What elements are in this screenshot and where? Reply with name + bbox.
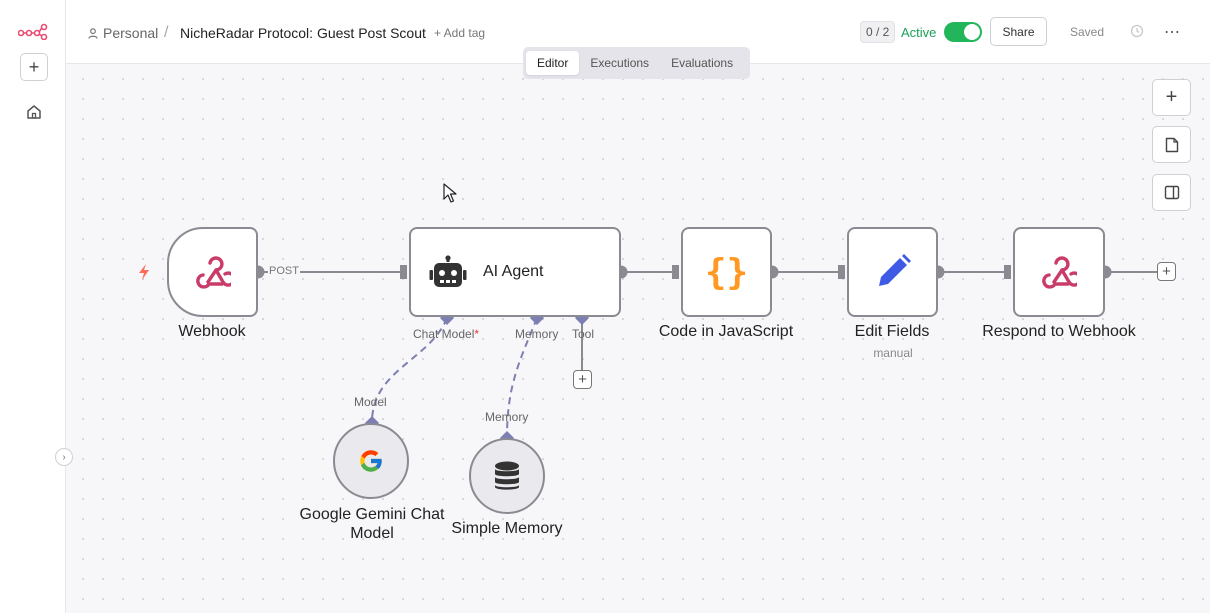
left-sidebar: + [0, 0, 66, 613]
gemini-label-line2: Model [350, 525, 394, 542]
workflow-canvas[interactable] [66, 64, 1210, 613]
chat-model-port-label: Chat Model* [413, 327, 479, 341]
edit-fields-node-label: Edit Fields [854, 323, 930, 340]
sticky-note-button[interactable] [1152, 126, 1191, 163]
breadcrumb-personal[interactable]: Personal [88, 25, 158, 41]
respond-node-label: Respond to Webhook [982, 323, 1136, 340]
webhook-node[interactable] [167, 227, 258, 317]
toggle-knob [964, 24, 980, 40]
panel-icon [1164, 185, 1179, 200]
chevron-right-icon: › [62, 451, 66, 463]
add-next-node-button[interactable]: + [1157, 262, 1176, 281]
model-port-label: Model [354, 395, 387, 409]
n8n-logo-icon[interactable] [18, 22, 48, 40]
more-icon[interactable]: ⋯ [1164, 24, 1181, 41]
database-icon [495, 461, 519, 490]
code-node[interactable]: {} [681, 227, 772, 317]
tab-evaluations[interactable]: Evaluations [671, 56, 734, 70]
history-icon[interactable] [1130, 24, 1144, 38]
gemini-chat-model-node[interactable] [333, 423, 409, 499]
gemini-label-line1: Google Gemini Chat [299, 506, 445, 523]
edit-fields-sublabel: manual [873, 346, 913, 360]
webhook-icon [195, 256, 231, 289]
tab-editor[interactable]: Editor [526, 51, 580, 75]
edit-fields-node[interactable] [847, 227, 938, 317]
expand-sidebar-button[interactable]: › [55, 448, 73, 466]
active-label: Active [901, 25, 937, 40]
breadcrumb-personal-label: Personal [103, 25, 159, 41]
user-icon [88, 27, 98, 39]
view-tabs: Editor Executions Evaluations [523, 47, 750, 79]
mouse-cursor-icon [443, 183, 457, 203]
breadcrumb-separator: / [164, 24, 169, 41]
trigger-bolt-icon [139, 264, 149, 280]
robot-icon [429, 255, 467, 287]
active-toggle[interactable] [944, 22, 982, 42]
google-icon [360, 450, 383, 472]
respond-to-webhook-node[interactable] [1013, 227, 1105, 317]
pencil-icon [878, 254, 911, 286]
add-tag-button[interactable]: + Add tag [434, 26, 486, 40]
gemini-node-label: Google Gemini Chat Model [286, 505, 458, 543]
ai-agent-title: AI Agent [483, 263, 544, 280]
note-icon [1165, 137, 1178, 152]
post-output-label: POST [268, 265, 300, 277]
tab-executions[interactable]: Executions [590, 56, 650, 70]
simple-memory-node-label: Simple Memory [451, 520, 563, 537]
code-braces-icon: {} [704, 251, 749, 293]
saved-status: Saved [1070, 25, 1105, 39]
home-icon[interactable] [25, 103, 43, 121]
chat-model-port-text: Chat Model [413, 327, 475, 341]
ai-agent-node[interactable]: AI Agent [409, 227, 621, 317]
plus-icon: + [1165, 86, 1178, 108]
simple-memory-node[interactable] [469, 438, 545, 514]
required-asterisk: * [474, 327, 480, 341]
share-button[interactable]: Share [990, 17, 1047, 46]
add-node-button[interactable]: + [1152, 79, 1191, 116]
add-tool-button[interactable]: + [573, 370, 592, 389]
webhook-node-label: Webhook [178, 323, 246, 340]
code-node-label: Code in JavaScript [658, 323, 794, 340]
memory-input-port-label: Memory [485, 410, 529, 424]
workflow-header: Personal / NicheRadar Protocol: Guest Po… [66, 0, 1210, 64]
workflow-name[interactable]: NicheRadar Protocol: Guest Post Scout [180, 25, 426, 41]
toggle-panel-button[interactable] [1152, 174, 1191, 211]
webhook-icon [1042, 256, 1077, 289]
workflow-counter-badge: 0 / 2 [860, 21, 896, 43]
tool-port-label: Tool [572, 327, 595, 341]
plus-icon: + [28, 56, 40, 77]
memory-port-label: Memory [515, 327, 559, 341]
new-workflow-button[interactable]: + [20, 53, 48, 81]
